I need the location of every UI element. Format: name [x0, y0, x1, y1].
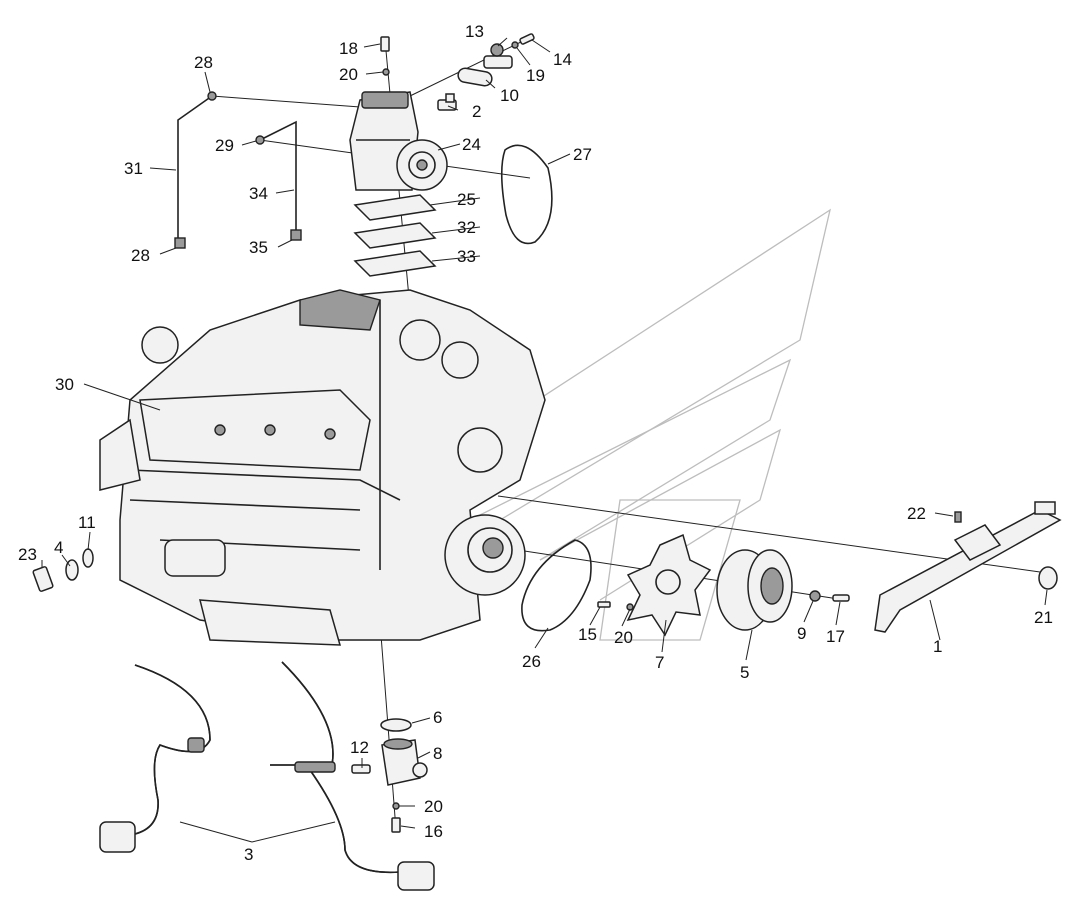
callout-31: 31: [124, 159, 143, 178]
air-compressor: [349, 91, 448, 191]
callout-12: 12: [350, 738, 369, 757]
pulley-5: [716, 549, 793, 631]
bolt-22: [954, 511, 962, 523]
starter-motor: [164, 539, 226, 577]
sensor-23: [32, 566, 54, 592]
leader-lines: [41, 37, 1048, 843]
bolt-15: [597, 601, 611, 608]
pipe-1: [874, 501, 1062, 633]
washer-9: [809, 590, 821, 602]
tube-31: [174, 91, 217, 249]
callout-20-low: 20: [424, 797, 443, 816]
callout-1: 1: [933, 637, 942, 656]
belt-26: [521, 539, 592, 632]
washer-19: [511, 41, 519, 49]
callout-6: 6: [433, 708, 442, 727]
washer-11: [82, 548, 94, 568]
callout-5: 5: [740, 663, 749, 682]
callout-15: 15: [578, 625, 597, 644]
tube-34: [255, 120, 302, 241]
gasket-32: [353, 222, 437, 249]
callout-labels: 1 2 3 4 5 6 7 8 9 10 11 12 13 14 15 16 1…: [18, 22, 1053, 864]
callout-9: 9: [797, 624, 806, 643]
callout-4: 4: [54, 538, 63, 557]
callout-28-bottom: 28: [131, 246, 150, 265]
bolt-18: [380, 36, 390, 52]
callout-14: 14: [553, 50, 572, 69]
fitting-12: [351, 764, 371, 774]
callout-13: 13: [465, 22, 484, 41]
gasket-25: [353, 194, 437, 221]
fitting-13: [483, 43, 513, 69]
gasket-33: [353, 250, 437, 277]
engine-block: [99, 289, 546, 646]
callout-20-top: 20: [339, 65, 358, 84]
damper-7: [626, 533, 712, 637]
callout-17: 17: [826, 627, 845, 646]
callout-8: 8: [433, 744, 442, 763]
callout-19: 19: [526, 66, 545, 85]
callout-32: 32: [457, 218, 476, 237]
callout-27: 27: [573, 145, 592, 164]
bolt-16: [391, 817, 401, 833]
callout-11: 11: [78, 513, 96, 532]
callout-33: 33: [457, 247, 476, 266]
gasket-6: [380, 718, 412, 732]
callout-24: 24: [462, 135, 481, 154]
hose-assembly-3: [99, 661, 435, 891]
bolt-17: [832, 594, 850, 602]
housing-8: [381, 738, 428, 786]
callout-34: 34: [249, 184, 268, 203]
callout-25: 25: [457, 190, 476, 209]
callout-20-mid: 20: [614, 628, 633, 647]
washer-20-low: [392, 802, 400, 810]
callout-28-top: 28: [194, 53, 213, 72]
callout-10: 10: [500, 86, 519, 105]
callout-18: 18: [339, 39, 358, 58]
bolt-14: [519, 33, 535, 45]
callout-30: 30: [55, 375, 74, 394]
crankshaft-pulley: [444, 514, 526, 596]
washer-20-top: [382, 68, 390, 76]
callout-35: 35: [249, 238, 268, 257]
callout-23: 23: [18, 545, 37, 564]
callout-26: 26: [522, 652, 541, 671]
callout-16: 16: [424, 822, 443, 841]
callout-3: 3: [244, 845, 253, 864]
o-ring-21: [1038, 566, 1058, 590]
callout-22: 22: [907, 504, 926, 523]
gasket-10: [457, 67, 493, 87]
callout-21: 21: [1034, 608, 1053, 627]
callout-2: 2: [472, 102, 481, 121]
belt-27: [500, 144, 553, 245]
callout-7: 7: [655, 653, 664, 672]
callout-29: 29: [215, 136, 234, 155]
